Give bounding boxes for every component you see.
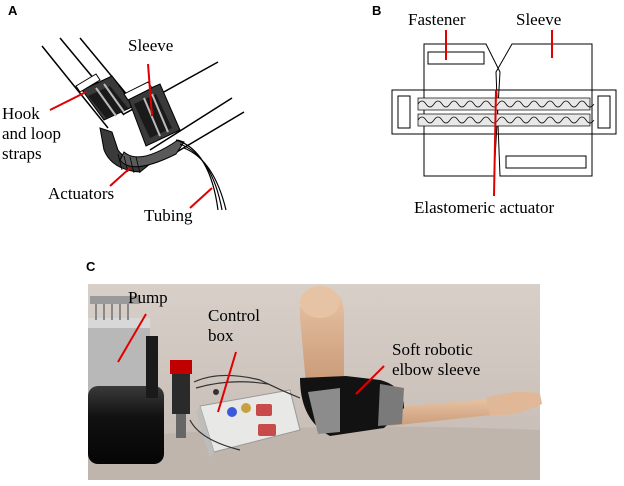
tubing-lines (175, 139, 227, 211)
panel-c-pointers (117, 313, 385, 413)
control-box (196, 389, 301, 458)
label-actuators: Actuators (48, 184, 115, 203)
elbow-sleeve (300, 376, 404, 436)
label-straps-3: straps (2, 144, 42, 163)
label-tubing: Tubing (144, 206, 193, 225)
label-sleeve-a: Sleeve (128, 36, 174, 55)
label-straps-2: and loop (2, 124, 62, 143)
pump-motor (88, 296, 150, 396)
label-elastomeric: Elastomeric actuator (414, 198, 555, 217)
panel-a-pointers (49, 63, 213, 209)
label-straps-1: Hook (2, 104, 40, 123)
label-fastener: Fastener (408, 10, 466, 29)
label-sleeve-b: Sleeve (516, 10, 562, 29)
pressure-regulator (146, 336, 192, 438)
label-soft-1: Soft robotic (392, 340, 473, 359)
pump-tank (88, 386, 164, 464)
panel-b-pointers (445, 30, 553, 197)
mannequin-arm (299, 286, 542, 428)
panel-letter-a: A (8, 3, 18, 18)
label-soft-2: elbow sleeve (392, 360, 481, 379)
left-sleeve-block (75, 73, 135, 121)
panel-letter-b: B (372, 3, 382, 18)
actuator-ribs (417, 97, 595, 127)
label-control-2: box (208, 326, 234, 345)
panel-letter-c: C (86, 259, 96, 274)
label-control-1: Control (208, 306, 260, 325)
label-pump: Pump (128, 288, 168, 307)
wires (189, 374, 301, 451)
